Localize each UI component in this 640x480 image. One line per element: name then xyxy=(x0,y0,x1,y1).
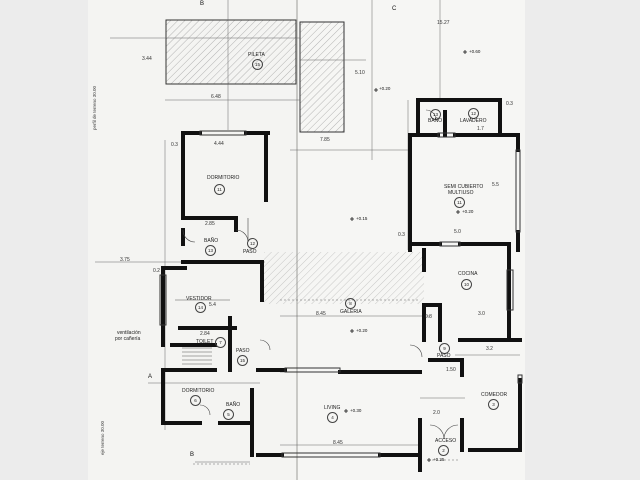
dimension-text: 0.3 xyxy=(398,232,405,238)
dimension-text: 3.0 xyxy=(478,311,485,317)
dimension-text: 5.0 xyxy=(454,229,461,235)
dimension-text: 0.2 xyxy=(153,268,160,274)
room-paso-number: 12 xyxy=(247,238,258,249)
dimension-text: 0.3 xyxy=(506,101,513,107)
dimension-text: 2.84 xyxy=(200,331,210,337)
room-bano-label: BAÑO xyxy=(204,238,219,244)
room-semicubierto-number: 11 xyxy=(454,197,465,208)
dimension-text: 1.50 xyxy=(446,367,456,373)
dimension-text: 8.45 xyxy=(316,311,326,317)
room-dormitorio2-label: DORMITORIO xyxy=(182,388,215,394)
dimension-text: 15.27 xyxy=(437,20,450,26)
margin-note-bottom: eje terreno 30.00 xyxy=(100,420,105,455)
room-acceso-label: ACCESO xyxy=(435,438,457,444)
dimension-text: 8.45 xyxy=(333,440,343,446)
room-paso2-number: 15 xyxy=(237,355,248,366)
room-dormitorio-label: DORMITORIO xyxy=(207,175,240,181)
level-3: +0.15 xyxy=(356,216,368,221)
level-7: +0.25 xyxy=(433,457,445,462)
room-bano3-number: 13 xyxy=(430,109,441,120)
room-pileta-number: 15 xyxy=(252,59,263,70)
level-6: +0.30 xyxy=(350,408,362,413)
ventilation-note-1: ventilación xyxy=(117,330,141,336)
room-bano3-label: BAÑO xyxy=(428,118,443,124)
room-comedor-number: 3 xyxy=(488,399,499,410)
room-lavadero-number: 12 xyxy=(468,108,479,119)
room-lavadero-label: LAVADERO xyxy=(460,118,487,124)
room-living-number: 4 xyxy=(327,412,338,423)
room-living-label: LIVING xyxy=(324,405,341,411)
room-toilet-label: TOILET xyxy=(196,339,214,345)
dimension-text: 2.0 xyxy=(433,410,440,416)
room-bano2-label: BAÑO xyxy=(226,402,241,408)
room-toilet-number: 7 xyxy=(215,337,226,348)
room-semicubierto-label-1: SEMI CUBIERTO xyxy=(444,184,484,190)
dimension-text: 3.44 xyxy=(142,56,152,62)
windows xyxy=(159,130,523,458)
room-vestidor-label: VESTIDOR xyxy=(186,296,212,302)
margin-note-top: perfil de terreno 30.00 xyxy=(92,85,97,130)
dimension-text: 4.44 xyxy=(214,141,224,147)
level-2: +0.20 xyxy=(379,86,391,91)
room-paso3-number: 9 xyxy=(439,343,450,354)
room-paso2-label: PASO xyxy=(236,348,250,354)
dimension-text: 5.5 xyxy=(492,182,499,188)
room-semicubierto-label-2: MULTIUSO xyxy=(448,190,474,196)
pool-area xyxy=(165,19,297,85)
room-pileta-label: PILETA xyxy=(248,52,265,58)
section-marker-a: A xyxy=(148,374,153,380)
galeria-hatch xyxy=(264,252,424,304)
room-dormitorio-number: 11 xyxy=(214,184,225,195)
dimension-text: 2.85 xyxy=(205,221,215,227)
dimension-text: 3.75 xyxy=(120,257,130,263)
dimension-text: 1.7 xyxy=(477,126,484,132)
room-paso-label: PASO xyxy=(243,249,257,255)
room-galeria-number: 8 xyxy=(345,298,356,309)
dimension-text: 0.3 xyxy=(171,142,178,148)
level-1: +0.60 xyxy=(469,49,481,54)
dimension-text: 5.10 xyxy=(355,70,365,76)
dimension-text: 7.85 xyxy=(320,137,330,143)
stairs xyxy=(175,299,230,365)
dimension-text: 3.2 xyxy=(486,346,493,352)
section-marker-c: C xyxy=(392,6,397,12)
room-paso3-label: PASO xyxy=(437,353,451,359)
level-4: +0.20 xyxy=(462,209,474,214)
room-comedor-label: COMEDOR xyxy=(481,392,508,398)
pool-area-right xyxy=(299,21,345,133)
room-cocina-label: COCINA xyxy=(458,271,478,277)
paper-fold xyxy=(296,0,298,480)
dimension-text: 0.8 xyxy=(425,314,432,320)
level-5: +0.20 xyxy=(356,328,368,333)
ventilation-note-2: por cañería xyxy=(115,336,141,342)
room-cocina-number: 10 xyxy=(461,279,472,290)
room-vestidor-number: 14 xyxy=(195,302,206,313)
door-swings xyxy=(182,109,459,440)
room-galeria-label: GALERIA xyxy=(340,309,362,315)
dimension-text: 5.4 xyxy=(209,302,216,308)
room-dormitorio2-number: 6 xyxy=(190,395,201,406)
room-bano-number: 13 xyxy=(205,245,216,256)
level-markers xyxy=(344,50,467,462)
section-marker-b-top: B xyxy=(200,1,205,7)
walls xyxy=(161,98,522,472)
room-acceso-number: 2 xyxy=(438,445,449,456)
room-bano2-number: 5 xyxy=(223,409,234,420)
dimension-text: 6.48 xyxy=(211,94,221,100)
section-marker-b-bottom: B xyxy=(190,452,195,458)
